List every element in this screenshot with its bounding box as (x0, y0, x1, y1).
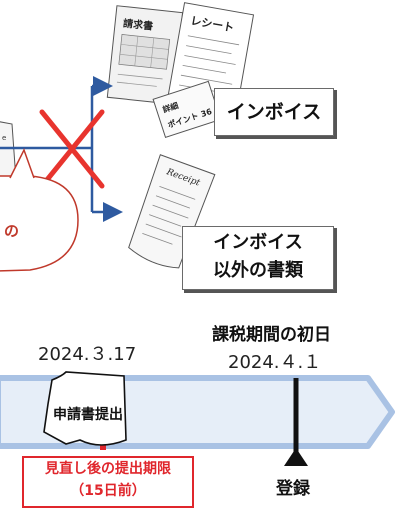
invoice-label-box: インボイス (214, 88, 337, 139)
non-invoice-label-line1: インボイス (213, 232, 303, 253)
period-start-title: 課税期間の初日 (212, 325, 331, 345)
invoice-label: インボイス (226, 101, 322, 123)
date-right: 2024.４.１ (228, 352, 322, 373)
svg-text:e: e (2, 134, 6, 142)
application-form-icon (43, 371, 127, 446)
speech-bubble: の (0, 148, 79, 272)
svg-text:詳細: 詳細 (161, 100, 179, 114)
registration-marker (284, 378, 308, 466)
deadline-box: 見直し後の提出期限 （15日前） (22, 456, 194, 508)
non-invoice-label-box: インボイス 以外の書類 (182, 226, 337, 293)
bubble-text: の (4, 222, 19, 240)
deadline-line1: 見直し後の提出期限 (45, 461, 171, 477)
non-invoice-document: Receipt (128, 154, 216, 269)
deadline-line2: （15日前） (70, 483, 146, 499)
branch-arrows (0, 76, 123, 222)
seikyusho-text: 請求書 (122, 17, 153, 33)
red-cross-icon (39, 109, 105, 189)
submit-label: 申請書提出 (53, 407, 123, 423)
date-left: 2024.３.17 (38, 344, 137, 365)
non-invoice-label-line2: 以外の書類 (213, 260, 303, 281)
register-label: 登録 (276, 479, 310, 499)
